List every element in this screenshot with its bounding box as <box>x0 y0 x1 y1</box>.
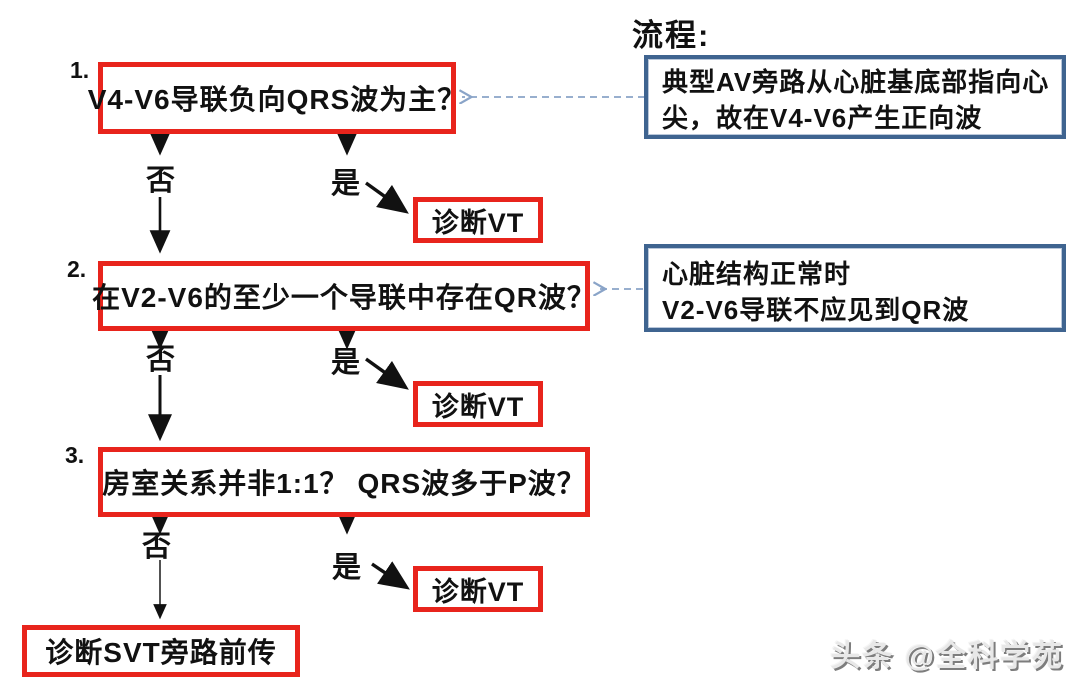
question-box-1: V4-V6导联负向QRS波为主？ <box>88 62 465 134</box>
question-1-text: V4-V6导联负向QRS波为主？ <box>87 84 467 115</box>
step3-number: 3. <box>65 442 85 468</box>
step1-number: 1. <box>70 57 90 83</box>
note2-line2: V2-V6导联不应见到QR波 <box>662 295 970 325</box>
arrow-step2-yes-diagonal <box>365 357 409 390</box>
diagnose-vt-box-3: 诊断VT <box>413 566 543 612</box>
note-box-1: 典型AV旁路从心脏基底部指向心 尖，故在V4-V6产生正向波 <box>644 55 1066 139</box>
question-box-3: 房室关系并非1:1？ QRS波多于P波？ <box>98 447 590 517</box>
note1-line1: 典型AV旁路从心脏基底部指向心 <box>662 67 1050 97</box>
watermark-text: 头条 @全科学苑 <box>830 640 1064 673</box>
step1-yes-label: 是 <box>331 168 361 200</box>
step1-no-label: 否 <box>146 165 176 197</box>
question-3-text: 房室关系并非1:1？ QRS波多于P波？ <box>102 468 586 499</box>
diagnose-svt-text: 诊断SVT旁路前传 <box>45 637 277 668</box>
question-2-text: 在V2-V6的至少一个导联中存在QR波？ <box>92 282 596 313</box>
step2-yes-label: 是 <box>331 347 361 379</box>
flow-heading: 流程: <box>632 18 711 53</box>
note2-line1: 心脏结构正常时 <box>662 259 852 289</box>
step3-yes-label: 是 <box>332 552 362 584</box>
diagnose-vt-box-1: 诊断VT <box>413 197 543 243</box>
note1-line2: 尖，故在V4-V6产生正向波 <box>662 103 983 133</box>
question-box-2: 在V2-V6的至少一个导联中存在QR波？ <box>92 261 595 331</box>
diagnose-vt-1-text: 诊断VT <box>431 207 525 238</box>
diagnose-vt-2-text: 诊断VT <box>431 391 525 422</box>
arrow-step3-yes-diagonal <box>371 561 410 590</box>
step2-number: 2. <box>67 256 87 282</box>
arrow-step1-yes-diagonal <box>365 181 409 214</box>
diagnose-svt-box: 诊断SVT旁路前传 <box>22 625 300 677</box>
step3-no-label: 否 <box>142 531 172 563</box>
step2-no-label: 否 <box>146 344 176 376</box>
note-box-2: 心脏结构正常时 V2-V6导联不应见到QR波 <box>644 244 1066 332</box>
diagnose-vt-box-2: 诊断VT <box>413 381 543 427</box>
diagnose-vt-3-text: 诊断VT <box>431 576 525 607</box>
